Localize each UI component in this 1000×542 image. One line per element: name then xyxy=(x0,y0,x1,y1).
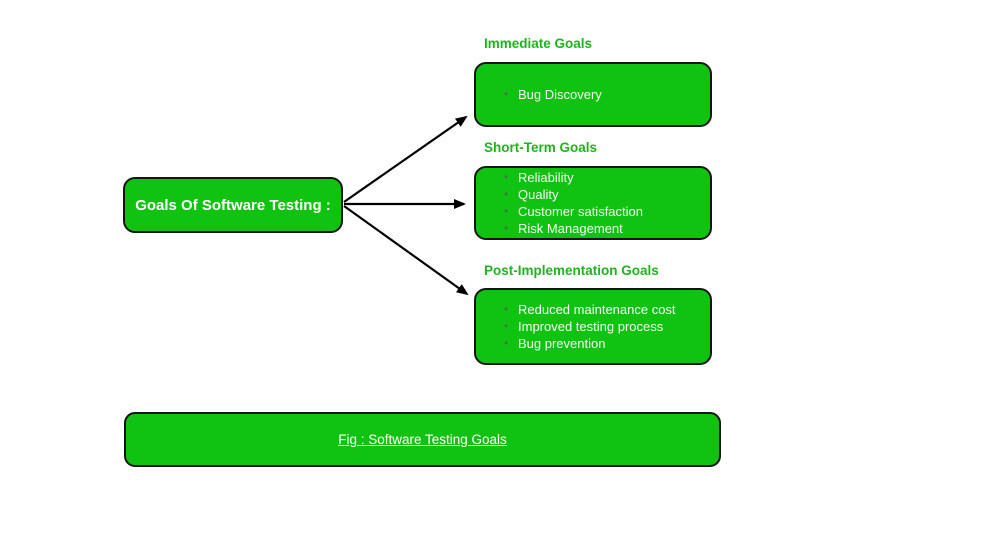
list-item: Reduced maintenance cost xyxy=(504,301,710,318)
root-goals-box: Goals Of Software Testing : xyxy=(123,177,343,233)
figure-caption-label: Fig : Software Testing Goals xyxy=(338,432,507,447)
post-implementation-goals-box: Reduced maintenance cost Improved testin… xyxy=(474,288,712,365)
root-goals-label: Goals Of Software Testing : xyxy=(135,196,331,214)
list-item: Risk Management xyxy=(504,220,710,237)
immediate-goals-box: Bug Discovery xyxy=(474,62,712,127)
list-item: Bug Discovery xyxy=(504,86,710,103)
immediate-goals-heading: Immediate Goals xyxy=(484,36,593,51)
list-item: Improved testing process xyxy=(504,318,710,335)
list-item: Customer satisfaction xyxy=(504,203,710,220)
figure-caption-box: Fig : Software Testing Goals xyxy=(124,412,721,467)
short-term-goals-box: Reliability Quality Customer satisfactio… xyxy=(474,166,712,240)
short-term-goals-heading: Short-Term Goals xyxy=(484,140,598,155)
arrow-to-post-implementation-goals xyxy=(343,205,469,296)
list-item: Bug prevention xyxy=(504,335,710,352)
immediate-goals-list: Bug Discovery xyxy=(476,86,710,103)
list-item: Quality xyxy=(504,186,710,203)
list-item: Reliability xyxy=(504,169,710,186)
post-implementation-goals-list: Reduced maintenance cost Improved testin… xyxy=(476,301,710,352)
post-implementation-goals-heading: Post-Implementation Goals xyxy=(484,263,659,278)
short-term-goals-list: Reliability Quality Customer satisfactio… xyxy=(476,169,710,237)
arrow-to-immediate-goals xyxy=(343,115,468,203)
